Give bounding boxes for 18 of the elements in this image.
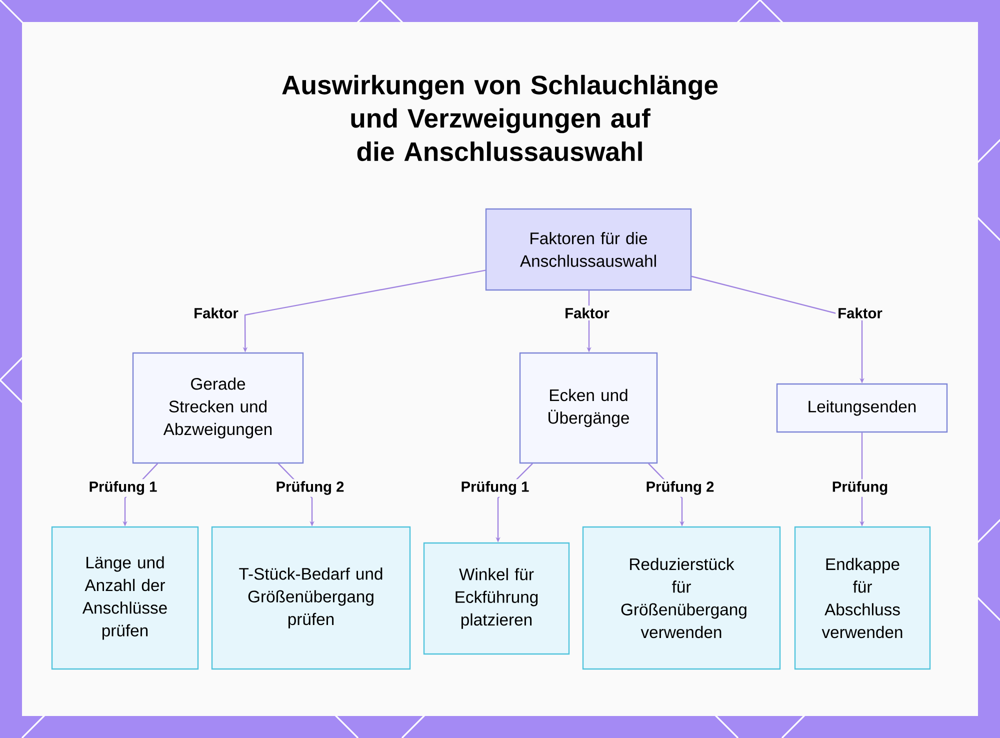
- edge-label: Prüfung 1: [86, 479, 160, 497]
- action-box: Reduzierstück für Größenübergang verwenden: [582, 526, 781, 670]
- category-box: Gerade Strecken und Abzweigungen: [132, 352, 304, 464]
- category-box: Leitungsenden: [776, 383, 948, 433]
- edge-label: Faktor: [836, 306, 884, 320]
- edge-label: Faktor: [192, 306, 240, 320]
- edge-label: Prüfung 2: [274, 479, 346, 497]
- action-box: Länge und Anzahl der Anschlüsse prüfen: [51, 526, 199, 670]
- edge-label: Prüfung: [830, 479, 890, 497]
- action-box: T-Stück-Bedarf und Größenübergang prüfen: [211, 526, 411, 670]
- title: Auswirkungen von Schlauchlänge und Verzweigungen auf die Anschlussauswahl: [282, 74, 718, 162]
- action-box: Winkel für Eckführung platzieren: [423, 542, 570, 655]
- category-box: Ecken und Übergänge: [519, 352, 658, 464]
- edge-label: Prüfung 1: [458, 479, 532, 497]
- summary-box: Faktoren für die Anschlussauswahl: [485, 208, 692, 291]
- edge-label: Faktor: [562, 306, 612, 320]
- action-box: Endkappe für Abschluss verwenden: [794, 526, 931, 670]
- edge-label: Prüfung 2: [644, 479, 716, 497]
